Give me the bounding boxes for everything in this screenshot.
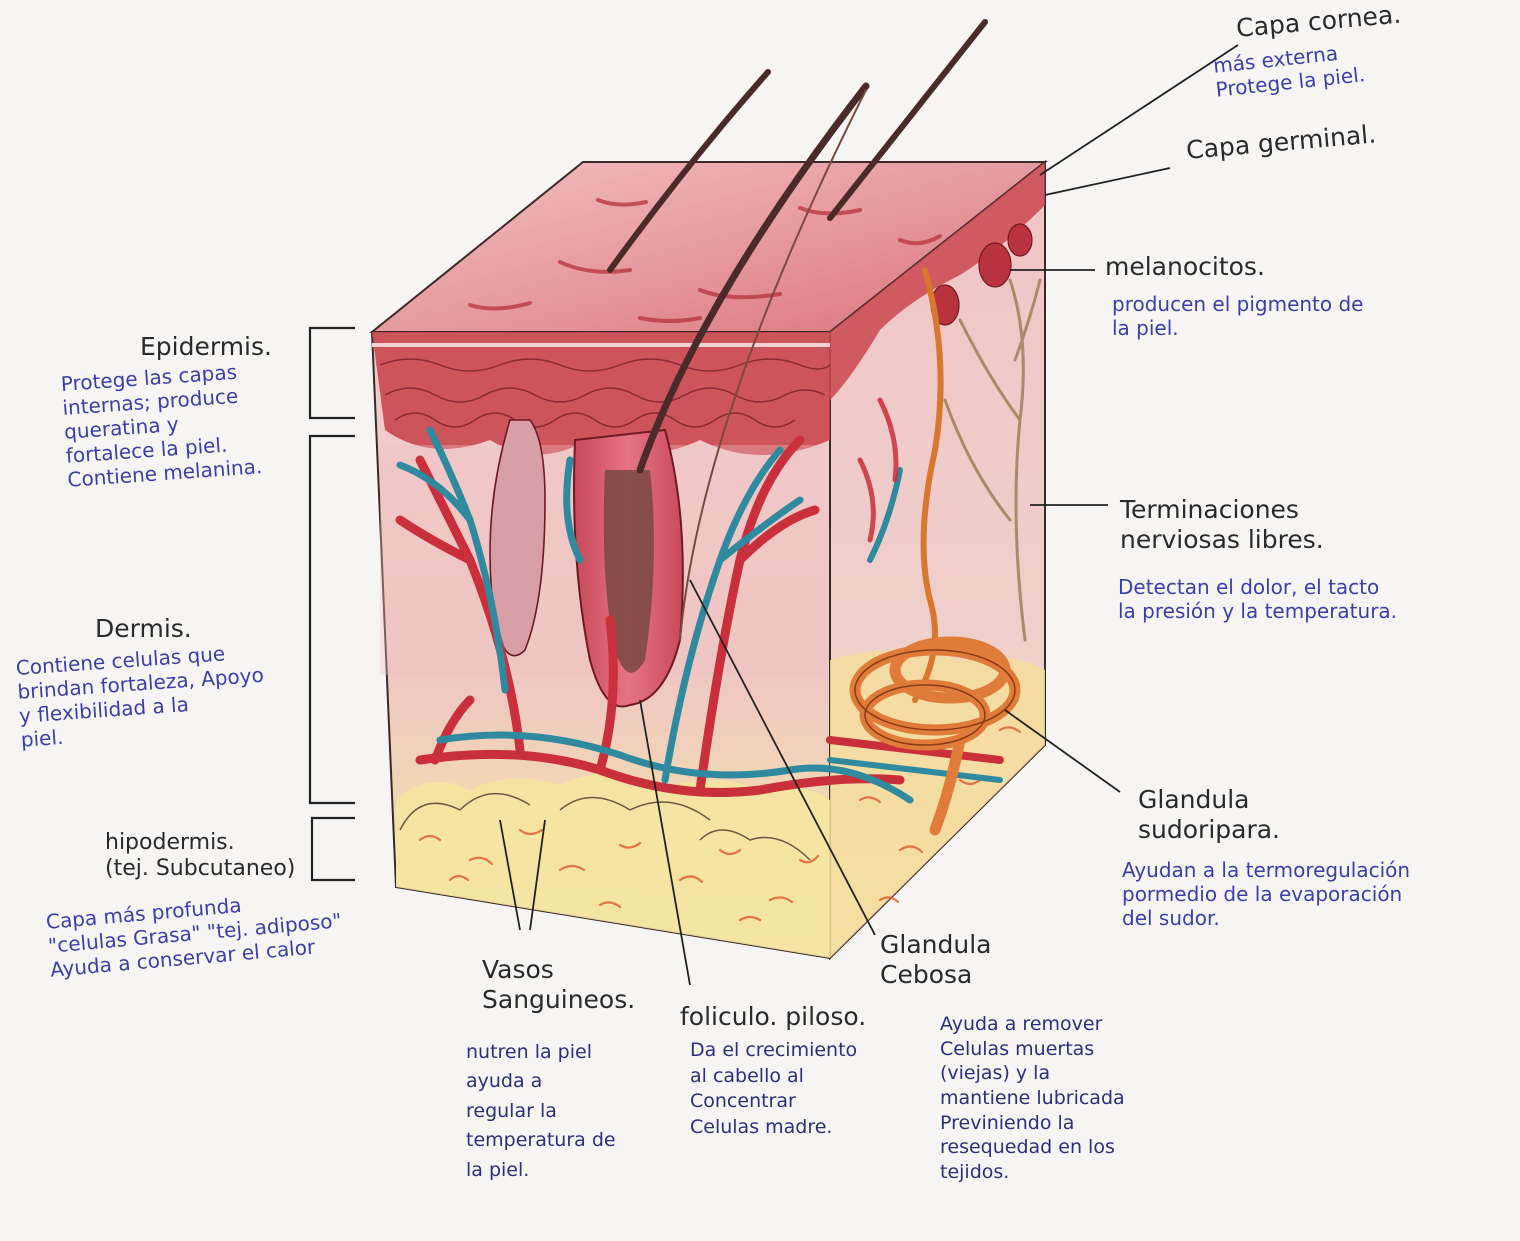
vasos-desc: nutren la piel ayuda a regular la temper… [466,1038,616,1185]
melanocitos-title: melanocitos. [1105,252,1265,282]
terminaciones-desc: Detectan el dolor, el tacto la presión y… [1118,575,1397,623]
glandula-cebosa-desc: Ayuda a remover Celulas muertas (viejas)… [940,1012,1125,1185]
glandula-sudoripara-title: Glandula sudoripara. [1138,785,1280,845]
dermis-title: Dermis. [95,614,192,644]
epidermis-desc: Protege las capas internas; produce quer… [60,358,263,491]
melanocitos-desc: producen el pigmento de la piel. [1112,292,1363,340]
foliculo-desc: Da el crecimiento al cabello al Concentr… [690,1038,857,1141]
terminaciones-title: Terminaciones nerviosas libres. [1120,495,1324,555]
dermis-desc: Contiene celulas que brindan fortaleza, … [15,639,268,752]
hipodermis-title: hipodermis. (tej. Subcutaneo) [105,830,295,883]
vasos-title: Vasos Sanguineos. [482,955,635,1015]
glandula-sudoripara-desc: Ayudan a la termoregulación pormedio de … [1122,858,1410,930]
glandula-cebosa-title: Glandula Cebosa [880,930,991,990]
layer-brackets [310,328,355,880]
foliculo-title: foliculo. piloso. [680,1002,866,1032]
